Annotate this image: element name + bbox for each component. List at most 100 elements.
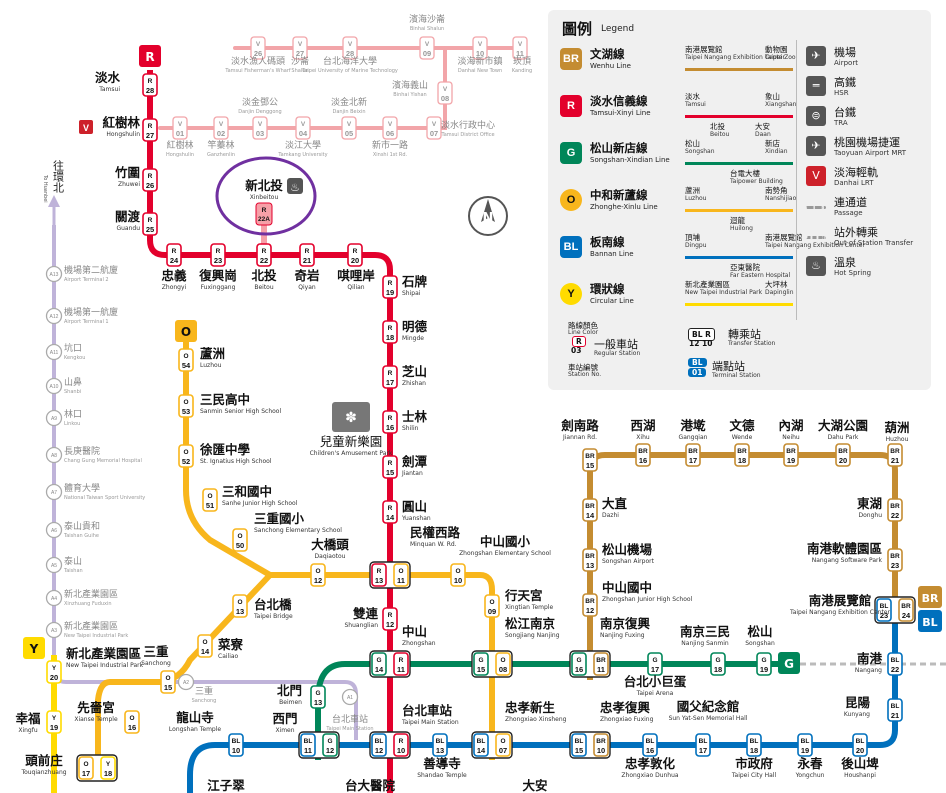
station-name-en: Ganzhenlin: [207, 152, 235, 158]
station-name: 台北海洋大學: [323, 55, 377, 67]
station-ntuh[interactable]: 台大醫院: [345, 778, 396, 793]
station-daan-partial[interactable]: 大安: [522, 778, 547, 793]
station-code-badge: [256, 243, 272, 267]
station-number: 12: [326, 746, 334, 755]
station-jiangzicui[interactable]: 江子翠: [207, 778, 245, 793]
